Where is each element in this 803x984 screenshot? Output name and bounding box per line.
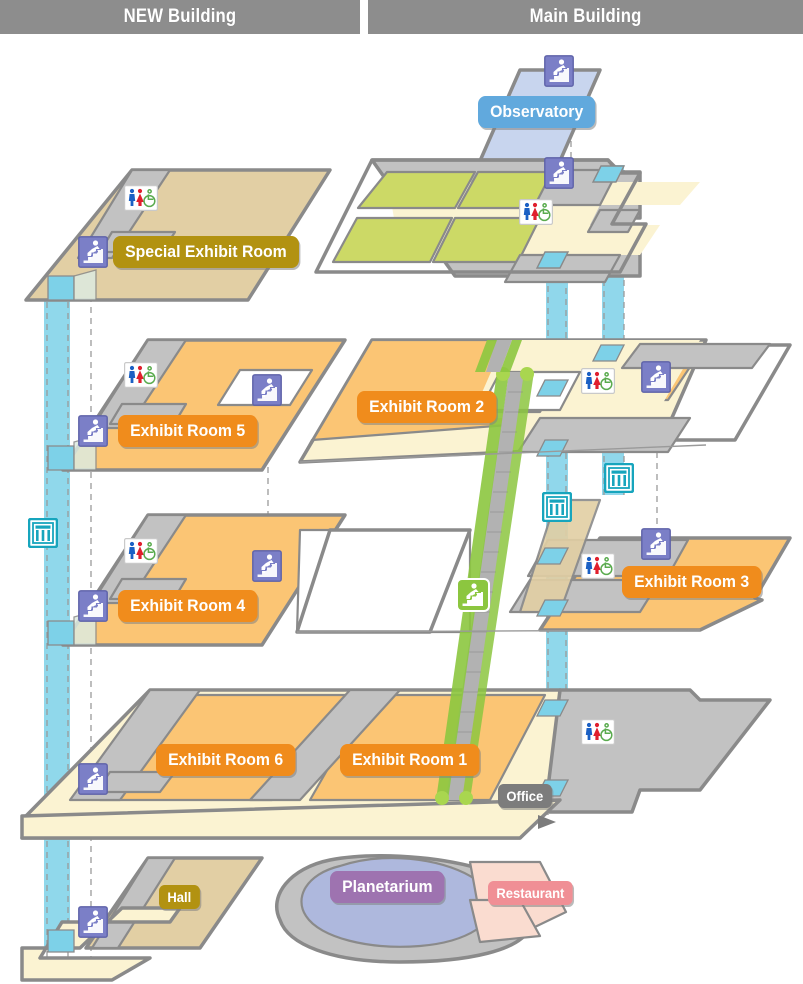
room-label-text: Exhibit Room 4 xyxy=(130,596,246,615)
room-label-observatory[interactable]: Observatory xyxy=(478,96,596,128)
room-label-text: Office xyxy=(506,788,544,804)
room-label-text: Hall xyxy=(167,889,192,905)
stairs-icon[interactable] xyxy=(78,236,108,268)
elevator-icon[interactable] xyxy=(542,492,572,522)
room-label-hall[interactable]: Hall xyxy=(159,885,200,909)
room-label-planetarium[interactable]: Planetarium xyxy=(330,871,445,903)
room-label-special-exhibit-room[interactable]: Special Exhibit Room xyxy=(113,236,299,268)
stairs-icon[interactable] xyxy=(252,550,282,582)
escalator-icon[interactable] xyxy=(456,578,490,612)
room-label-exhibit-room-1[interactable]: Exhibit Room 1 xyxy=(340,744,480,776)
floor-new-3f xyxy=(24,168,332,302)
room-label-office[interactable]: Office xyxy=(498,784,552,808)
room-label-text: Exhibit Room 6 xyxy=(168,750,284,769)
room-label-text: Planetarium xyxy=(342,877,433,896)
stairs-icon[interactable] xyxy=(78,590,108,622)
restroom-icon[interactable] xyxy=(581,368,615,394)
room-label-restaurant[interactable]: Restaurant xyxy=(488,881,573,905)
restroom-icon[interactable] xyxy=(581,553,615,579)
room-label-text: Exhibit Room 3 xyxy=(634,572,750,591)
room-label-exhibit-room-3[interactable]: Exhibit Room 3 xyxy=(622,566,762,598)
restroom-icon[interactable] xyxy=(581,719,615,745)
restroom-icon[interactable] xyxy=(124,538,158,564)
room-label-exhibit-room-2[interactable]: Exhibit Room 2 xyxy=(357,391,497,423)
room-label-exhibit-room-4[interactable]: Exhibit Room 4 xyxy=(118,590,258,622)
room-label-text: Restaurant xyxy=(496,885,565,901)
room-label-exhibit-room-5[interactable]: Exhibit Room 5 xyxy=(118,415,258,447)
header-main-building-label: Main Building xyxy=(529,6,642,27)
header-main-building: Main Building xyxy=(368,0,803,34)
room-label-text: Special Exhibit Room xyxy=(125,242,287,261)
floor-new-2f xyxy=(47,338,347,472)
stairs-icon[interactable] xyxy=(641,361,671,393)
stairs-icon[interactable] xyxy=(544,55,574,87)
stairs-icon[interactable] xyxy=(78,415,108,447)
restroom-icon[interactable] xyxy=(124,362,158,388)
header-new-building-label: NEW Building xyxy=(123,6,237,27)
room-label-text: Observatory xyxy=(490,102,584,121)
room-label-text: Exhibit Room 5 xyxy=(130,421,246,440)
room-label-text: Exhibit Room 2 xyxy=(369,397,485,416)
room-label-text: Exhibit Room 1 xyxy=(352,750,468,769)
header-new-building: NEW Building xyxy=(0,0,360,34)
floor-guides xyxy=(296,444,707,633)
elevator-icon[interactable] xyxy=(28,518,58,548)
stairs-icon[interactable] xyxy=(252,374,282,406)
floor-main-4f xyxy=(314,158,700,284)
restroom-icon[interactable] xyxy=(519,199,553,225)
restroom-icon[interactable] xyxy=(124,185,158,211)
elevator-icon[interactable] xyxy=(604,463,634,493)
stairs-icon[interactable] xyxy=(544,157,574,189)
floor-ground xyxy=(20,688,772,840)
stairs-icon[interactable] xyxy=(641,528,671,560)
stairs-icon[interactable] xyxy=(78,906,108,938)
room-label-exhibit-room-6[interactable]: Exhibit Room 6 xyxy=(156,744,296,776)
stairs-icon[interactable] xyxy=(78,763,108,795)
